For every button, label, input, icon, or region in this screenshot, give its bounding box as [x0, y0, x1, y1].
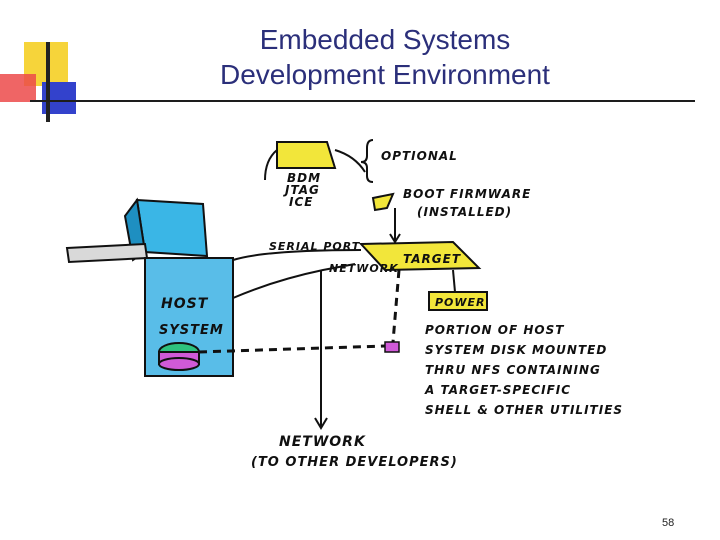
network-bottom-label: NETWORK — [279, 434, 366, 450]
title-line-2: Development Environment — [220, 59, 550, 90]
portion-line-1: PORTION OF HOST — [425, 323, 564, 337]
optional-brace — [360, 139, 374, 183]
target-board — [358, 240, 482, 272]
power-box — [428, 291, 488, 311]
title-divider — [30, 100, 695, 102]
portion-line-2: SYSTEM DISK MOUNTED — [425, 343, 607, 357]
portion-line-5: SHELL & OTHER UTILITIES — [425, 403, 623, 417]
boot-firmware-chip — [371, 192, 395, 212]
power-label: POWER — [435, 296, 486, 309]
target-label: TARGET — [403, 252, 461, 266]
target-network-link — [391, 269, 401, 343]
host-keyboard — [65, 242, 149, 264]
installed-label: (INSTALLED) — [417, 205, 512, 219]
red-square — [0, 74, 36, 102]
nfs-mount-marker — [384, 341, 400, 353]
vertical-bar — [46, 42, 50, 122]
serial-cable — [232, 249, 362, 261]
portion-line-4: A TARGET-SPECIFIC — [424, 383, 571, 397]
nfs-dashed-link — [198, 344, 386, 354]
host-label: HOST — [161, 296, 209, 312]
bdm-label: BDM — [287, 171, 321, 185]
title-line-1: Embedded Systems — [259, 24, 511, 55]
slide-title: Embedded Systems Development Environment — [160, 22, 610, 92]
other-developers-label: (TO OTHER DEVELOPERS) — [251, 455, 458, 470]
ice-label: ICE — [289, 195, 313, 209]
dev-environment-diagram: BDM JTAG ICE OPTIONAL BOOT FIRMWARE (INS… — [65, 139, 623, 470]
host-monitor — [135, 198, 209, 258]
optional-label: OPTIONAL — [381, 149, 458, 163]
bdm-jtag-ice-pod: BDM JTAG ICE — [264, 141, 366, 209]
boot-firmware-label: BOOT FIRMWARE — [403, 187, 531, 201]
host-computer: HOST SYSTEM — [65, 197, 234, 377]
system-label: SYSTEM — [159, 323, 224, 338]
portion-line-3: THRU NFS CONTAINING — [425, 363, 601, 377]
network-target-label: NETWORK — [329, 262, 399, 275]
corner-decoration — [0, 42, 76, 122]
page-number: 58 — [662, 517, 675, 529]
jtag-label: JTAG — [283, 183, 320, 197]
